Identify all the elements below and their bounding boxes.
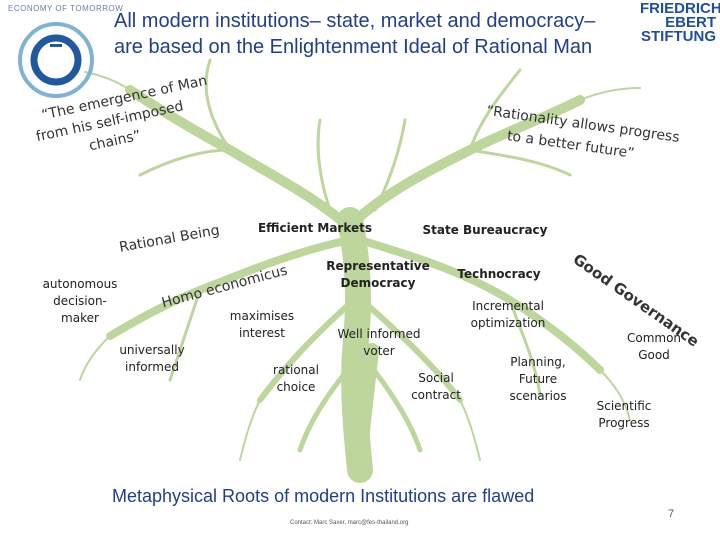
economy-of-tomorrow-logo — [18, 22, 94, 98]
label-scientific-progress: Scientific Progress — [596, 399, 652, 430]
page-title: All modern institutions– state, market a… — [114, 8, 674, 60]
brand-tagline: ECONOMY OF TOMORROW — [8, 4, 124, 13]
label-technocracy: Technocracy — [457, 267, 541, 281]
fes-logo: FRIEDRICH EBERT STIFTUNG — [640, 0, 720, 45]
label-representative-democracy: Representative Democracy — [326, 259, 430, 290]
title-line-2: are based on the Enlightenment Ideal of … — [114, 36, 593, 58]
page-number: 7 — [668, 508, 675, 520]
label-rational-choice: rational choice — [273, 363, 319, 394]
label-common-good: Common Good — [626, 331, 682, 362]
label-efficient-markets: Efficient Markets — [257, 221, 373, 235]
label-incremental-optimization: Incremental optimization — [470, 299, 546, 330]
title-line-1: All modern institutions– state, market a… — [114, 10, 596, 32]
label-state-bureaucracy: State Bureaucracy — [422, 223, 548, 237]
label-well-informed-voter: Well informed voter — [337, 327, 421, 358]
label-social-contract: Social contract — [411, 371, 461, 402]
label-universally-informed: universally informed — [119, 343, 185, 374]
label-maximises-interest: maximises interest — [229, 309, 295, 340]
footer-title: Metaphysical Roots of modern Institution… — [112, 486, 535, 506]
label-planning-future-scenarios: Planning, Future scenarios — [509, 355, 567, 403]
label-autonomous-decision-maker: autonomous decision- maker — [42, 277, 118, 325]
contact-line: Contact: Marc Saxer, marc@fes-thailand.o… — [290, 520, 409, 526]
